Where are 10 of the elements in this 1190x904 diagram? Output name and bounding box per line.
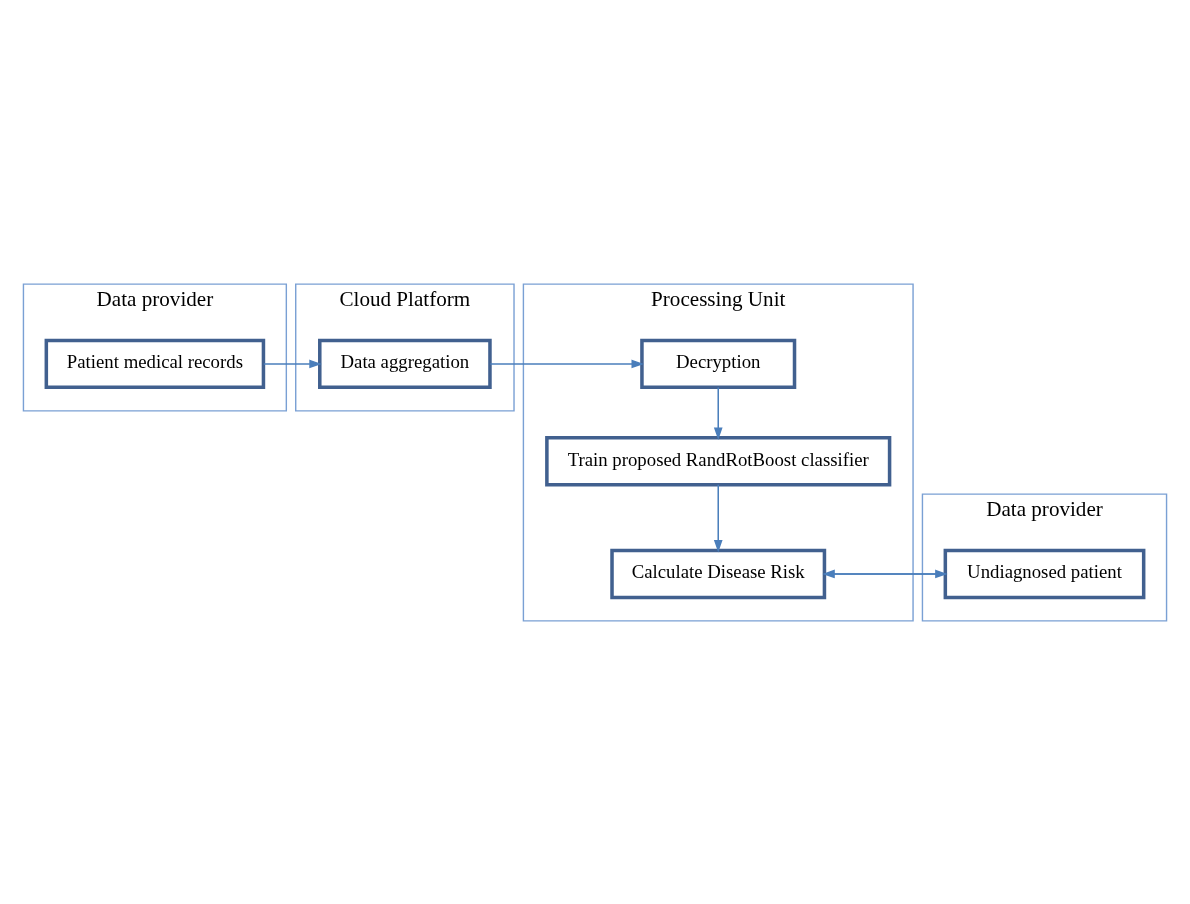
arrow xyxy=(489,359,644,368)
node-box: Decryption xyxy=(640,338,797,389)
node-box: Undiagnosed patient xyxy=(943,548,1146,599)
node-box: Calculate Disease Risk xyxy=(610,548,827,599)
node-box: Train proposed RandRotBoost classifier xyxy=(545,435,892,487)
arrow xyxy=(713,386,723,440)
node-box: Data aggregation xyxy=(318,338,492,389)
node-box: Patient medical records xyxy=(44,338,266,389)
arrow xyxy=(713,483,723,552)
arrow xyxy=(263,359,322,368)
